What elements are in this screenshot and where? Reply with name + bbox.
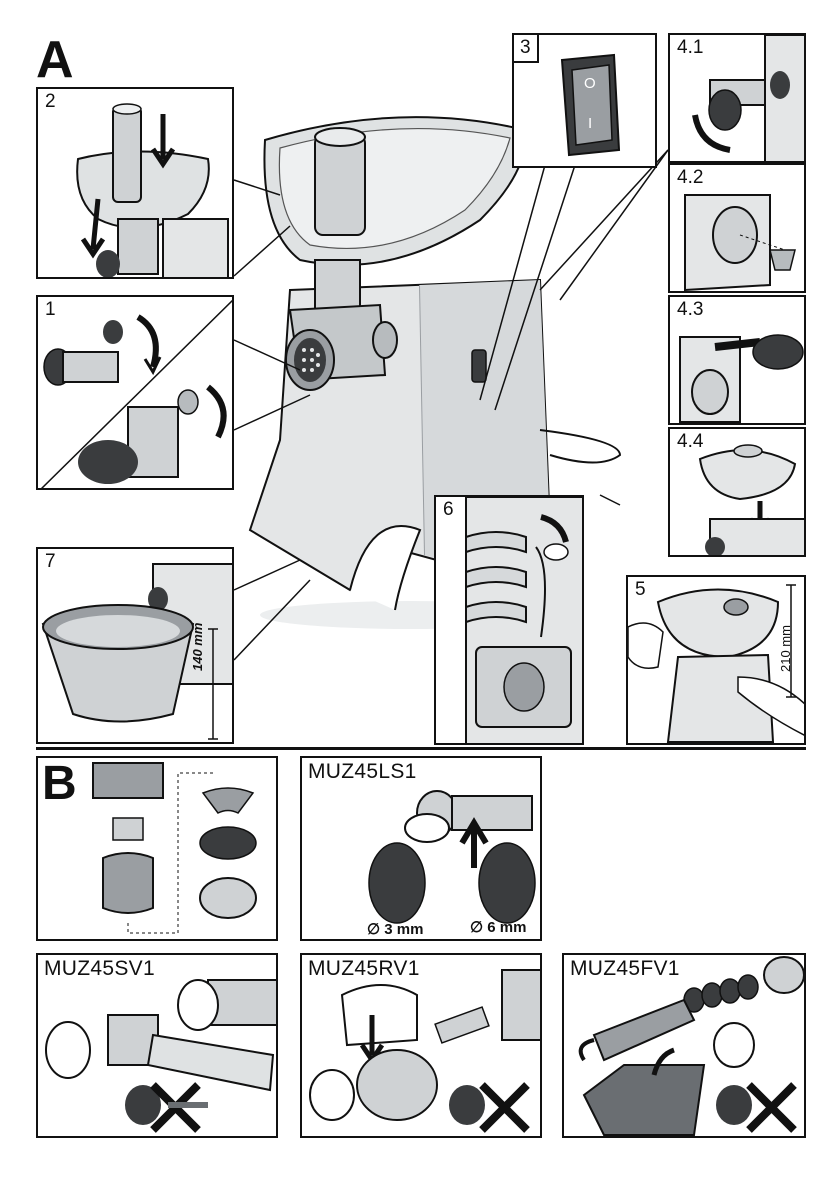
section-b-label: B	[42, 757, 77, 810]
step-7-panel: 7 140 mm	[36, 547, 234, 744]
step-number: 1	[42, 299, 59, 321]
step-2-panel: 2	[36, 87, 234, 279]
disc-3mm-label: ∅ 3 mm	[367, 921, 424, 938]
step-1-panel: 1	[36, 295, 234, 490]
section-b-panel: B	[36, 756, 278, 941]
step-number: 6	[440, 499, 457, 521]
step-5-panel: 5 210 mm	[626, 575, 806, 745]
disc-6mm-label: ∅ 6 mm	[470, 919, 527, 936]
step-number: 7	[42, 551, 59, 573]
accessory-muz45sv1-panel: MUZ45SV1	[36, 953, 278, 1138]
step-4-3-panel: 4.3	[668, 295, 806, 425]
step-6-panel: 6	[434, 495, 584, 745]
callout-lines	[233, 149, 669, 661]
accessory-muz45rv1-panel: MUZ45RV1	[300, 953, 542, 1138]
section-a-label: A	[36, 31, 74, 89]
step-4-1-panel: 4.1	[668, 33, 806, 163]
step-number: 4.1	[674, 37, 707, 59]
accessory-model-name: MUZ45LS1	[308, 760, 417, 783]
switch-on-symbol: I	[588, 115, 593, 132]
step-number: 4.2	[674, 167, 707, 189]
accessory-model-name: MUZ45RV1	[308, 957, 420, 980]
accessory-model-name: MUZ45FV1	[570, 957, 680, 980]
step-number: 4.4	[674, 431, 707, 453]
dimension-210: 210 mm	[778, 625, 793, 672]
step-4-2-panel: 4.2	[668, 163, 806, 293]
accessory-muz45fv1-panel: MUZ45FV1	[562, 953, 806, 1138]
step-number: 4.3	[674, 299, 707, 321]
section-divider	[36, 747, 806, 750]
step-number: 3	[514, 35, 539, 63]
step-4-4-panel: 4.4	[668, 427, 806, 557]
step-number: 2	[42, 91, 59, 113]
step-number: 5	[632, 579, 649, 601]
dimension-140: 140 mm	[190, 622, 205, 671]
accessory-muz45ls1-panel: MUZ45LS1 ∅ 3 mm ∅ 6 mm	[300, 756, 542, 941]
switch-off-symbol: O	[584, 75, 596, 92]
accessory-model-name: MUZ45SV1	[44, 957, 155, 980]
step-3-panel: 3 O I	[512, 33, 657, 168]
